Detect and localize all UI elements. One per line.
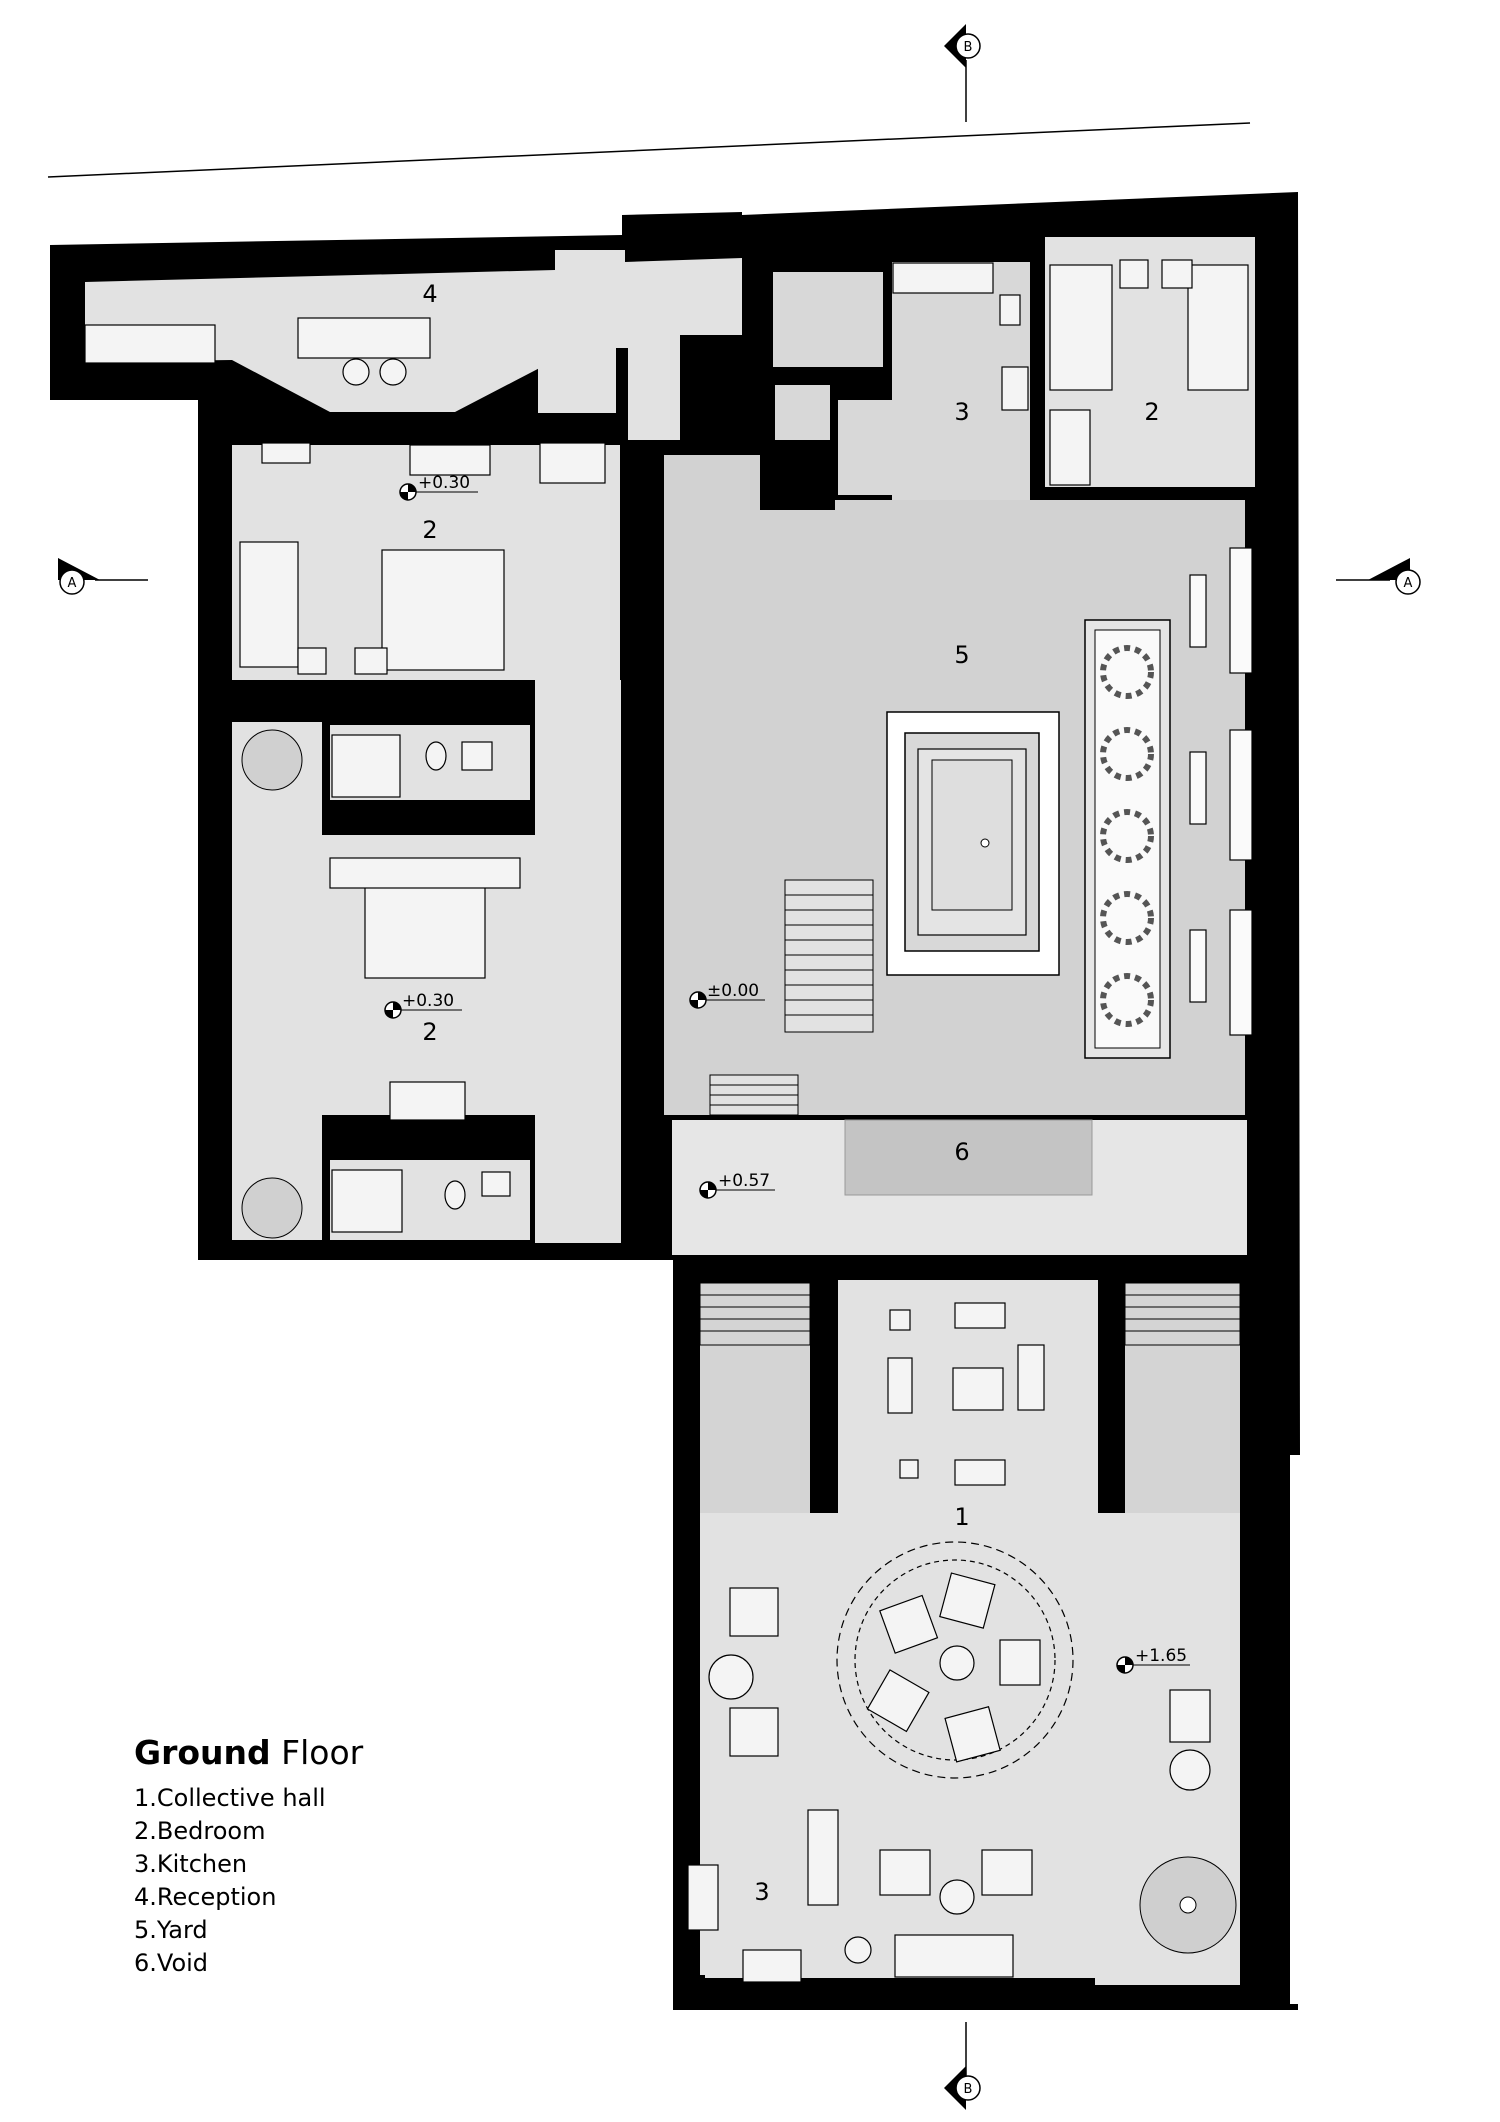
- section-b-label-bottom: B: [964, 2082, 973, 2097]
- hall-side-corridor-east: [1125, 1283, 1240, 1513]
- room-label-bedroom-lower: 2: [422, 1018, 437, 1046]
- room-label-yard: 5: [954, 641, 969, 669]
- level-marker-yard: ±0.00: [689, 981, 765, 1009]
- section-marker-north: B: [944, 24, 981, 68]
- level-marker-terrace: +0.57: [699, 1171, 775, 1199]
- reception-table: [297, 317, 431, 359]
- bed-single: [239, 541, 299, 668]
- level-marker-bedroom-upper: +0.30: [399, 473, 478, 501]
- section-a-label-left: A: [68, 576, 77, 591]
- svg-text:±0.00: ±0.00: [707, 981, 759, 1001]
- hall-side-corridor-west: [700, 1283, 810, 1513]
- section-a-label-right: A: [1404, 576, 1413, 591]
- legend-item: 1.Collective hall: [134, 1784, 326, 1812]
- terrace-steps: [709, 1074, 799, 1116]
- tree-icons: [1100, 645, 1154, 1027]
- spiral-stair-lower: [241, 1177, 303, 1239]
- spiral-stair-upper: [241, 729, 303, 791]
- hall-floor: [700, 1280, 1240, 1985]
- reception-bench: [84, 324, 216, 364]
- level-marker-bedroom-lower: +0.30: [384, 991, 462, 1019]
- section-marker-west: A: [58, 558, 100, 595]
- section-b-label-top: B: [964, 40, 973, 55]
- hall-stairs: [699, 1282, 1241, 1346]
- kitchen-stair-area: [838, 400, 898, 495]
- legend-item: 4.Reception: [134, 1883, 277, 1911]
- level-markers: +0.30 +0.30 ±0.00 +0.57 +1.65: [384, 473, 1190, 1674]
- street-line: [47, 122, 1251, 178]
- legend-item: 2.Bedroom: [134, 1817, 266, 1845]
- room-labels: 4 2 2 3 2 5 6 1 3: [422, 280, 1159, 1906]
- yard-elements: [709, 547, 1253, 1116]
- bed-double: [381, 549, 505, 671]
- furniture: [84, 259, 1249, 1983]
- yard-stair: [784, 879, 874, 1033]
- legend-title-rest: Floor: [281, 1733, 364, 1772]
- legend-title-bold: Ground: [134, 1733, 271, 1772]
- legend: Ground Floor 1.Collective hall 2.Bedroom…: [134, 1733, 363, 1980]
- room-label-reception: 4: [422, 280, 437, 308]
- level-marker-hall: +1.65: [1116, 1646, 1190, 1674]
- pantry-2: [775, 385, 830, 440]
- reception-stair: [538, 345, 616, 413]
- lounge-rug: [836, 1541, 1074, 1779]
- section-marker-south: B: [944, 2066, 981, 2110]
- legend-item: 5.Yard: [134, 1916, 208, 1944]
- lounge-table: [939, 1645, 975, 1681]
- legend-title: Ground Floor: [134, 1733, 363, 1772]
- yard-benches: [1189, 547, 1253, 1036]
- bedroom-west-lower-floor: [232, 722, 621, 1240]
- kitchen-north-floor: [892, 262, 1030, 500]
- legend-list: 1.Collective hall 2.Bedroom 3.Kitchen 4.…: [134, 1782, 363, 1980]
- room-label-kitchen-north: 3: [954, 398, 969, 426]
- svg-text:+0.57: +0.57: [718, 1171, 770, 1191]
- void-area: [844, 1119, 1093, 1196]
- room-label-void: 6: [954, 1138, 969, 1166]
- pantry-1: [773, 272, 883, 367]
- lobby-lower-floor: [535, 1115, 621, 1243]
- section-marker-east: A: [1368, 558, 1421, 595]
- spiral-stairs: [241, 729, 1237, 1954]
- room-label-hall: 1: [954, 1503, 969, 1531]
- legend-item: 6.Void: [134, 1949, 209, 1977]
- svg-text:+0.30: +0.30: [402, 991, 454, 1011]
- room-label-bedroom-upper: 2: [422, 516, 437, 544]
- room-label-bedroom-northeast: 2: [1144, 398, 1159, 426]
- pool-basin: [931, 759, 1013, 911]
- svg-text:+0.30: +0.30: [418, 473, 470, 493]
- legend-item: 3.Kitchen: [134, 1850, 248, 1878]
- svg-text:+1.65: +1.65: [1135, 1646, 1187, 1666]
- fountain-icon: [980, 838, 990, 848]
- room-label-kitchen-south: 3: [754, 1878, 769, 1906]
